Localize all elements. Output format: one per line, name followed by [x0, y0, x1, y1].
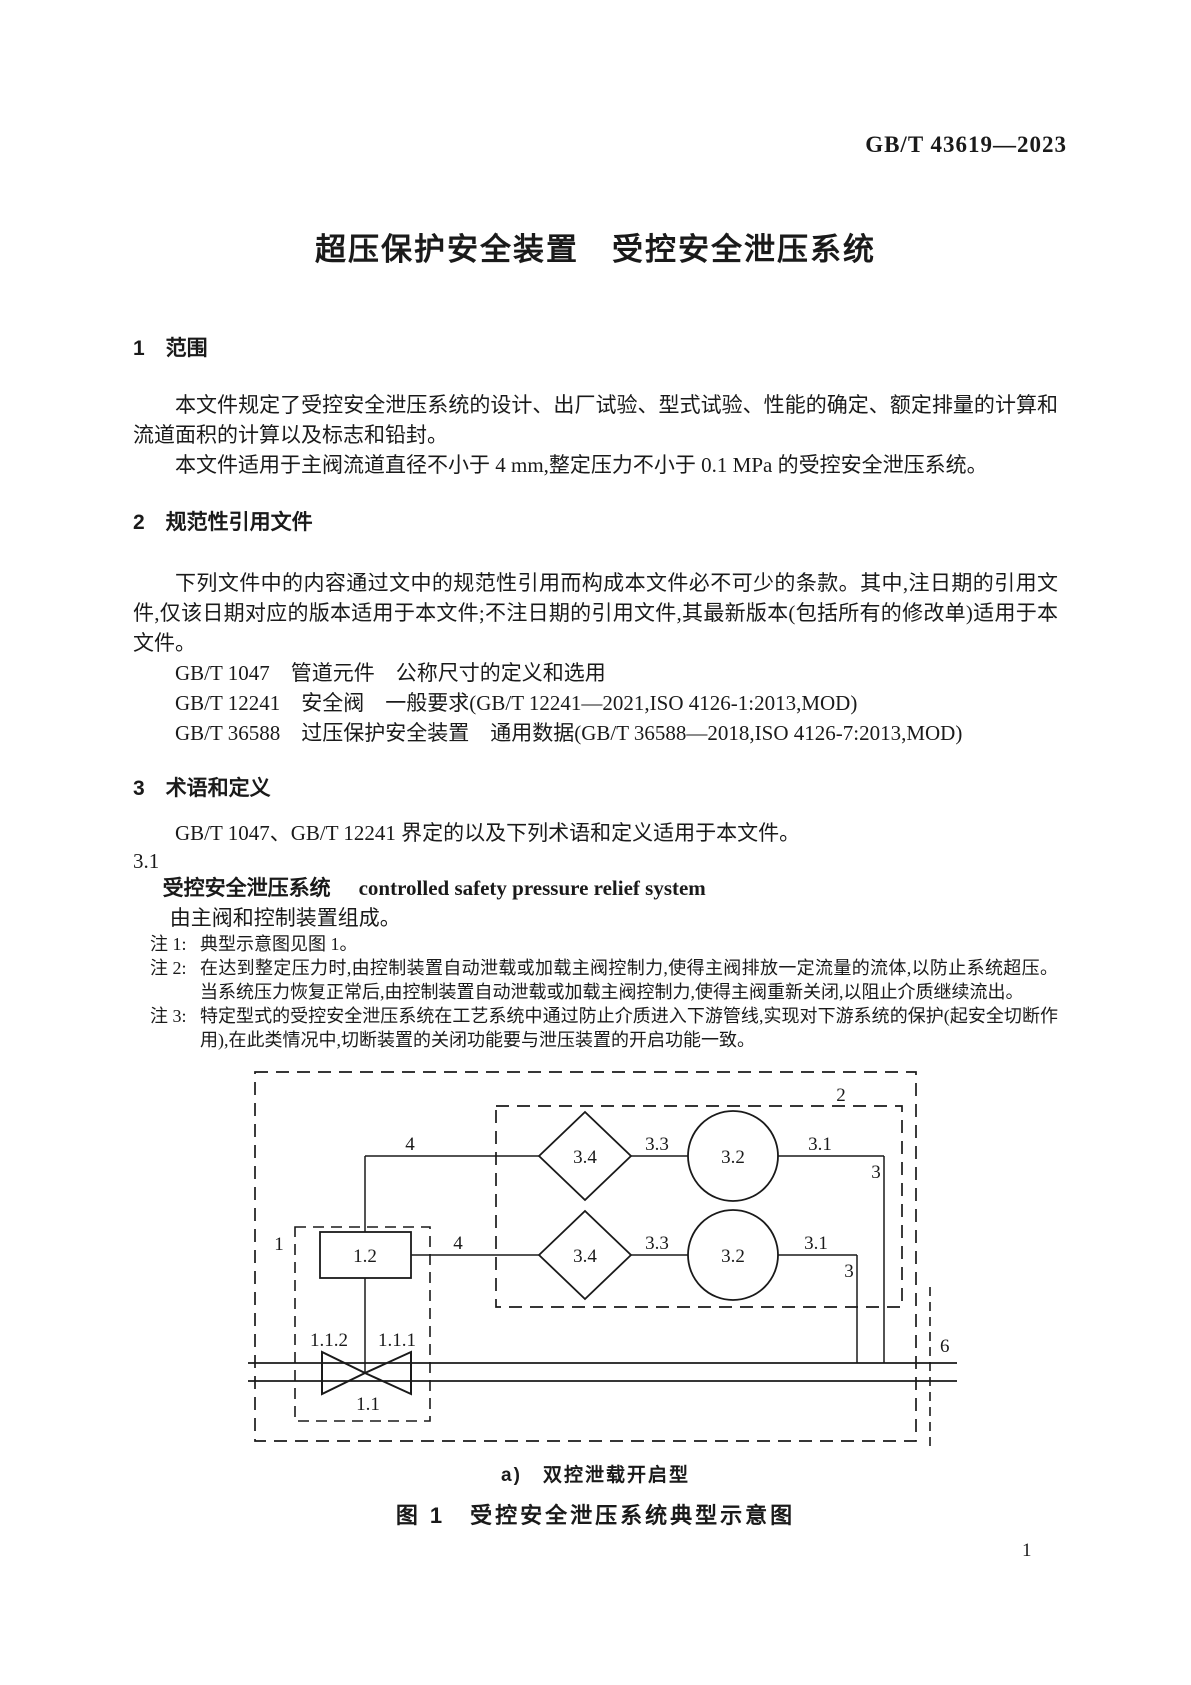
term-chinese: 受控安全泄压系统 [162, 877, 331, 900]
system-outer-dashed-box [254, 1071, 917, 1442]
label-diamond-bottom: 3.4 [573, 1246, 597, 1267]
reference-item: GB/T 1047 管道元件 公称尺寸的定义和选用 [175, 661, 606, 685]
label-line-4-bottom: 4 [453, 1233, 463, 1254]
reference-item: GB/T 12241 安全阀 一般要求(GB/T 12241—2021,ISO … [175, 691, 858, 715]
label-diamond-top: 3.4 [573, 1147, 597, 1168]
label-main-valve-group: 1 [274, 1234, 284, 1255]
figure-1-schematic: 2 1 4 3.4 3.3 3.2 3.1 3 1.2 4 3.4 3.3 3.… [248, 1071, 957, 1448]
main-valve-dashed-box [294, 1226, 431, 1422]
scope-paragraph-1: 本文件规定了受控安全泄压系统的设计、出厂试验、型式试验、性能的确定、额定排量的计… [133, 393, 1058, 447]
term-definition: 由主阀和控制装置组成。 [169, 906, 401, 930]
label-3-top: 3 [871, 1162, 881, 1183]
label-valve: 1.1 [356, 1394, 380, 1415]
standard-number: GB/T 43619—2023 [865, 132, 1067, 157]
terms-intro-paragraph: GB/T 1047、GB/T 12241 界定的以及下列术语和定义适用于本文件。 [175, 821, 801, 845]
term-english: controlled safety pressure relief system [358, 876, 706, 900]
label-link-bottom: 3.3 [645, 1233, 669, 1254]
note-2: 注 2: 在达到整定压力时,由控制装置自动泄载或加载主阀控制力,使得主阀排放一定… [133, 956, 1058, 1004]
valve-bowtie-right [362, 1350, 412, 1396]
label-link-top: 3.3 [645, 1134, 669, 1155]
page-number: 1 [1022, 1540, 1032, 1561]
note-text: 在达到整定压力时,由控制装置自动泄载或加载主阀控制力,使得主阀排放一定流量的流体… [200, 958, 1058, 1002]
label-valve-seat-left: 1.1.2 [310, 1330, 348, 1351]
label-control-device: 2 [836, 1085, 846, 1106]
reference-item: GB/T 36588 过压保护安全装置 通用数据(GB/T 36588—2018… [175, 721, 963, 745]
section-heading-terms: 3 术语和定义 [133, 777, 271, 800]
valve-bowtie-left [321, 1350, 368, 1396]
note-text: 典型示意图见图 1。 [200, 934, 358, 954]
section-heading-scope: 1 范围 [133, 337, 208, 360]
label-actuator: 1.2 [353, 1246, 377, 1267]
note-text: 特定型式的受控安全泄压系统在工艺系统中通过防止介质进入下游管线,实现对下游系统的… [200, 1006, 1058, 1050]
label-circle-top: 3.2 [721, 1147, 745, 1168]
label-line-4-top: 4 [405, 1134, 415, 1155]
control-device-dashed-box [495, 1105, 903, 1308]
document-body: 1 范围 本文件规定了受控安全泄压系统的设计、出厂试验、型式试验、性能的确定、额… [133, 320, 1058, 1052]
figure-subcaption: a) 双控泄载开启型 [501, 1465, 690, 1486]
section-heading-normative-references: 2 规范性引用文件 [133, 511, 313, 534]
label-outlet-bottom: 3.1 [804, 1233, 828, 1254]
clause-number: 3.1 [133, 849, 160, 873]
document-title: 超压保护安全装置 受控安全泄压系统 [315, 232, 876, 267]
note-label: 注 1: [150, 934, 187, 954]
normative-intro-paragraph: 下列文件中的内容通过文中的规范性引用而构成本文件必不可少的条款。其中,注日期的引… [133, 571, 1058, 655]
note-3: 注 3: 特定型式的受控安全泄压系统在工艺系统中通过防止介质进入下游管线,实现对… [133, 1004, 1058, 1052]
note-label: 注 2: [150, 958, 187, 978]
note-label: 注 3: [150, 1006, 187, 1026]
label-3-bottom: 3 [844, 1261, 854, 1282]
term-entry: 受控安全泄压系统 controlled safety pressure relie… [133, 874, 1058, 905]
scope-paragraph-2: 本文件适用于主阀流道直径不小于 4 mm,整定压力不小于 0.1 MPa 的受控… [175, 453, 988, 477]
figure-caption: 图 1 受控安全泄压系统典型示意图 [395, 1503, 796, 1528]
label-valve-seat-right: 1.1.1 [378, 1330, 416, 1351]
note-1: 注 1: 典型示意图见图 1。 [133, 932, 1058, 956]
label-outlet-boundary: 6 [940, 1336, 950, 1357]
label-outlet-top: 3.1 [808, 1134, 832, 1155]
label-circle-bottom: 3.2 [721, 1246, 745, 1267]
